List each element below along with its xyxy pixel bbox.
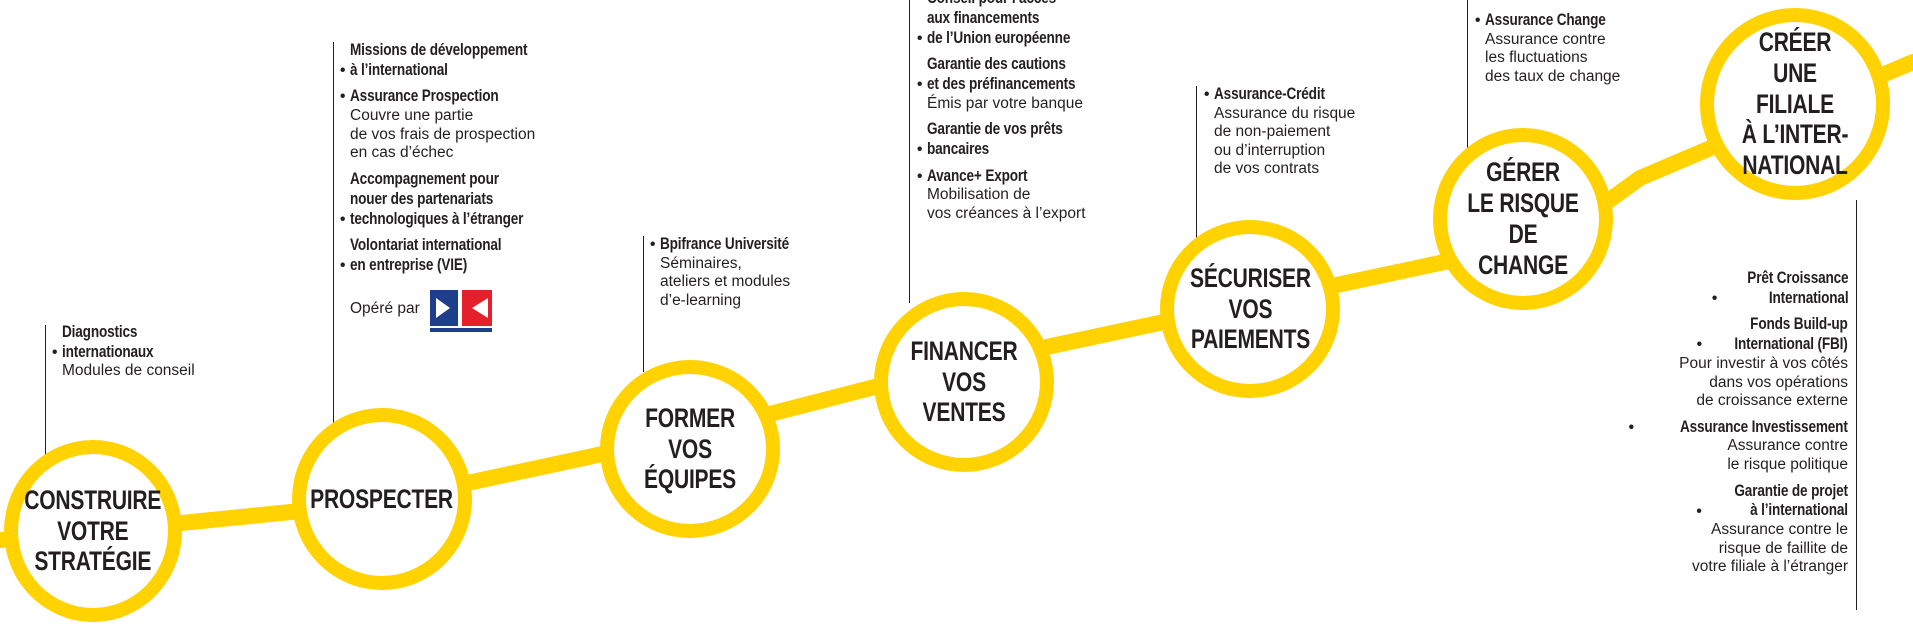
step-currency-details: • Assurance Change Assurance contre les … — [1475, 10, 1665, 92]
step-strategy-details: • Diagnostics internationaux Modules de … — [52, 322, 252, 387]
step-circle-prospect: PROSPECTER — [292, 408, 472, 590]
item-title: Prêt Croissance International — [1746, 268, 1848, 307]
item-title: Accompagnement pour nouer des partenaria… — [349, 168, 524, 228]
step-teams-details: • Bpifrance Université Séminaires, ateli… — [650, 234, 840, 316]
item-title: Volontariat international en entreprise … — [349, 235, 502, 275]
step-payments-details: • Assurance-Crédit Assurance du risque d… — [1204, 84, 1404, 185]
item-title: Avance+ Export — [926, 165, 1028, 185]
list-item: • Garantie de projet à l’international A… — [1620, 481, 1848, 577]
item-title: Diagnostics internationaux — [61, 322, 154, 361]
item-title: Assurance Change — [1484, 10, 1606, 29]
list-item: • Diagnostics internationaux Modules de … — [52, 322, 252, 381]
connector-line-strategy — [45, 325, 46, 455]
step-circle-subsidiary: CRÉER UNE FILIALE À L’INTER- NATIONAL — [1700, 8, 1890, 200]
list-item: • Garantie de vos prêts bancaires — [917, 119, 1063, 159]
item-title: Bpifrance Université — [659, 234, 789, 253]
step-circle-currency: GÉRER LE RISQUE DE CHANGE — [1433, 128, 1613, 310]
step-label: CRÉER UNE FILIALE À L’INTER- NATIONAL — [1741, 27, 1849, 181]
list-item: • Missions de développement à l’internat… — [340, 40, 528, 79]
step-label: CONSTRUIRE VOTRE STRATÉGIE — [24, 484, 162, 577]
item-title: Garantie de vos prêts bancaires — [926, 119, 1063, 159]
step-label: SÉCURISER VOS PAIEMENTS — [1189, 262, 1311, 355]
step-label: GÉRER LE RISQUE DE CHANGE — [1467, 157, 1579, 280]
item-description: Assurance contre le risque politique — [1727, 437, 1848, 473]
list-item: • Garantie des cautions et des préfinanc… — [917, 54, 1147, 113]
step-label: PROSPECTER — [310, 483, 454, 514]
list-item: • Volontariat international en entrepris… — [340, 235, 502, 275]
step-label: FORMER VOS ÉQUIPES — [644, 402, 736, 495]
step-label: FINANCER VOS VENTES — [910, 335, 1018, 428]
list-item: • Assurance Prospection Couvre une parti… — [340, 86, 590, 162]
connector-line-teams — [643, 236, 644, 372]
connector-line-subsidiary — [1856, 200, 1857, 610]
item-description: Modules de conseil — [62, 362, 195, 380]
item-title: Missions de développement à l’internatio… — [349, 40, 528, 79]
item-description: Assurance du risque de non-paiement ou d… — [1214, 104, 1356, 178]
item-title: Garantie de projet à l’international — [1734, 480, 1848, 520]
list-item: • Prêt Croissance International — [1711, 268, 1848, 307]
step-prospect-details: • Missions de développement à l’internat… — [340, 40, 590, 336]
item-description: Pour investir à vos côtés dans vos opéra… — [1679, 354, 1848, 410]
list-item: • Assurance Investissement Assurance con… — [1620, 416, 1849, 475]
operated-by-row: Opéré par — [350, 284, 590, 336]
list-item: • Bpifrance Université Séminaires, ateli… — [650, 234, 840, 310]
item-title: Assurance-Crédit — [1213, 84, 1325, 103]
list-item: • Assurance Change Assurance contre les … — [1475, 10, 1665, 86]
list-item: • Fonds Build-up International (FBI) Pou… — [1620, 314, 1848, 410]
item-description: Couvre une partie de vos frais de prospe… — [350, 107, 536, 162]
operated-by-text: Opéré par — [350, 300, 420, 318]
item-description: Assurance contre les fluctuations des ta… — [1485, 30, 1621, 85]
item-title: Fonds Build-up International (FBI) — [1734, 314, 1848, 354]
item-description: Séminaires, ateliers et modules d’e-lear… — [660, 254, 791, 309]
step-circle-sales: FINANCER VOS VENTES — [874, 292, 1054, 472]
item-description: Assurance contre le risque de faillite d… — [1692, 520, 1848, 576]
list-item: • Conseil pour l’accès aux financements … — [917, 0, 1147, 48]
item-description: Mobilisation de vos créances à l’export — [927, 186, 1086, 223]
step-sales-details: • Conseil pour l’accès aux financements … — [917, 0, 1147, 230]
step-subsidiary-details: • Prêt Croissance International • Fonds … — [1620, 268, 1849, 583]
connector-line-currency — [1467, 0, 1468, 152]
connector-line-prospect — [333, 42, 334, 425]
list-item: • Accompagnement pour nouer des partenar… — [340, 168, 524, 228]
connector-line-payments — [1196, 86, 1197, 244]
list-item: • Avance+ Export Mobilisation de vos cré… — [917, 166, 1147, 224]
step-circle-payments: SÉCURISER VOS PAIEMENTS — [1160, 220, 1340, 398]
step-circle-teams: FORMER VOS ÉQUIPES — [600, 360, 780, 538]
item-title: Assurance Investissement — [1680, 416, 1848, 436]
list-item: • Assurance-Crédit Assurance du risque d… — [1204, 84, 1404, 179]
connector-line-sales — [909, 0, 910, 303]
step-circle-strategy: CONSTRUIRE VOTRE STRATÉGIE — [4, 440, 182, 622]
business-france-logo-icon — [429, 289, 492, 332]
item-description: Émis par votre banque — [927, 94, 1083, 112]
item-title: Garantie des cautions et des préfinancem… — [926, 54, 1076, 94]
item-title: Conseil pour l’accès aux financements de… — [926, 0, 1070, 47]
item-title: Assurance Prospection — [349, 86, 499, 106]
